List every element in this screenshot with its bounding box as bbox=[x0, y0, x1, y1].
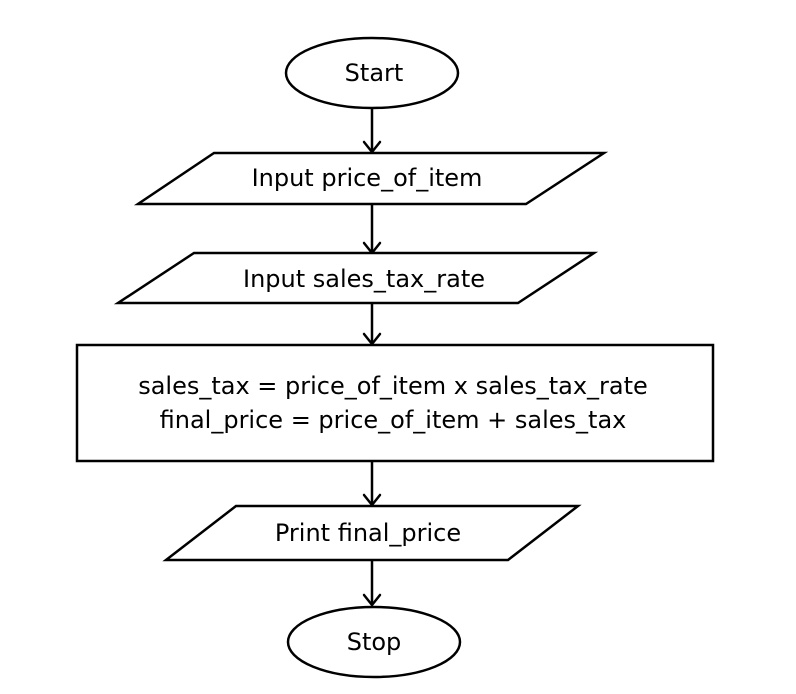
arrowhead-5 bbox=[362, 593, 382, 607]
stop-label: Stop bbox=[347, 628, 402, 656]
input-rate-box bbox=[113, 251, 599, 305]
input-price-label: Input price_of_item bbox=[252, 164, 483, 192]
process-line-2: final_price = price_of_item + sales_tax bbox=[160, 406, 627, 434]
input-price-box bbox=[133, 151, 609, 206]
stop-terminator bbox=[286, 605, 462, 679]
print-output-box bbox=[162, 504, 582, 562]
start-label: Start bbox=[345, 59, 404, 87]
input-rate-label: Input sales_tax_rate bbox=[243, 265, 485, 293]
start-terminator bbox=[284, 36, 460, 110]
process-box bbox=[75, 343, 715, 463]
process-line-1: sales_tax = price_of_item x sales_tax_ra… bbox=[138, 372, 648, 400]
print-output-label: Print final_price bbox=[275, 519, 461, 547]
